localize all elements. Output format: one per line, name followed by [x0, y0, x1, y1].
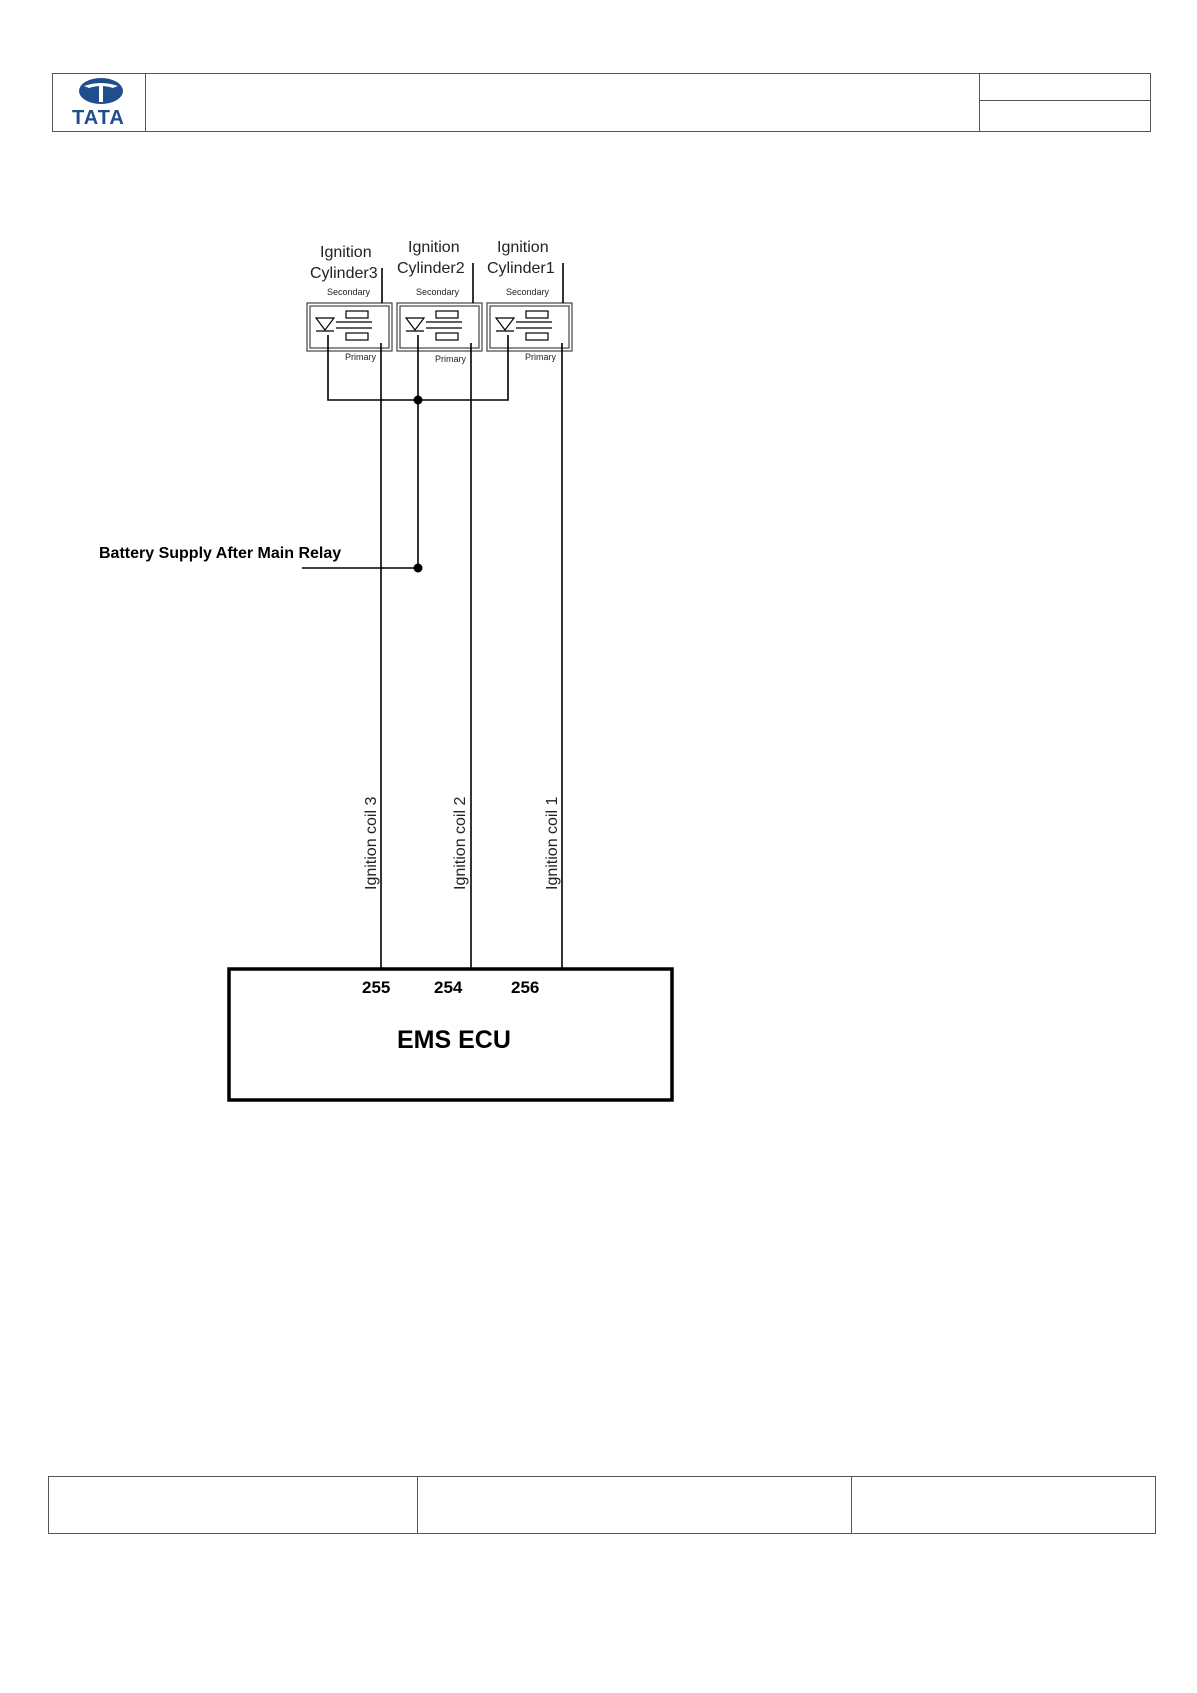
coil-3-secondary-label: Secondary: [327, 287, 371, 297]
coil-1-title-line2: Cylinder1: [487, 260, 555, 277]
ems-ecu-label: EMS ECU: [397, 1026, 511, 1054]
header-logo-cell: TATA: [52, 73, 146, 132]
ignition-coil-1: Ignition Cylinder1 Secondary Primary: [486, 239, 573, 362]
battery-supply-label: Battery Supply After Main Relay: [99, 545, 341, 562]
coil-3-title-line1: Ignition: [320, 244, 372, 261]
diode-icon: [494, 317, 516, 332]
pin-255: 255: [362, 978, 390, 997]
coil-3-primary-label: Primary: [345, 352, 376, 362]
header-right-cell-bottom: [979, 100, 1151, 132]
coil-1-title-line1: Ignition: [497, 239, 549, 256]
wire-label-coil-3: Ignition coil 3: [363, 797, 380, 890]
coil-2-title-line2: Cylinder2: [397, 260, 465, 277]
footer-right-cell: [851, 1476, 1156, 1534]
coil-1-secondary-label: Secondary: [506, 287, 550, 297]
tata-emblem-icon: [79, 78, 123, 104]
tata-logo: TATA: [72, 78, 125, 129]
pin-256: 256: [511, 978, 539, 997]
diode-icon: [404, 317, 426, 332]
pin-254: 254: [434, 978, 463, 997]
ignition-coil-2: Ignition Cylinder2 Secondary Primary: [396, 239, 483, 364]
coil-2-title-line1: Ignition: [408, 239, 460, 256]
wire-label-coil-2: Ignition coil 2: [452, 797, 469, 890]
coil-1-primary-label: Primary: [525, 352, 556, 362]
logo-text: TATA: [72, 107, 125, 129]
ignition-coil-3: Ignition Cylinder3 Secondary Primary: [306, 244, 393, 362]
coil-2-primary-label: Primary: [435, 354, 466, 364]
diode-icon: [314, 317, 336, 332]
footer-left-cell: [48, 1476, 418, 1534]
ems-ecu-box: [227, 967, 674, 1102]
coil-2-secondary-label: Secondary: [416, 287, 460, 297]
coil-3-title-line2: Cylinder3: [310, 265, 378, 282]
wire-label-coil-1: Ignition coil 1: [544, 797, 561, 890]
